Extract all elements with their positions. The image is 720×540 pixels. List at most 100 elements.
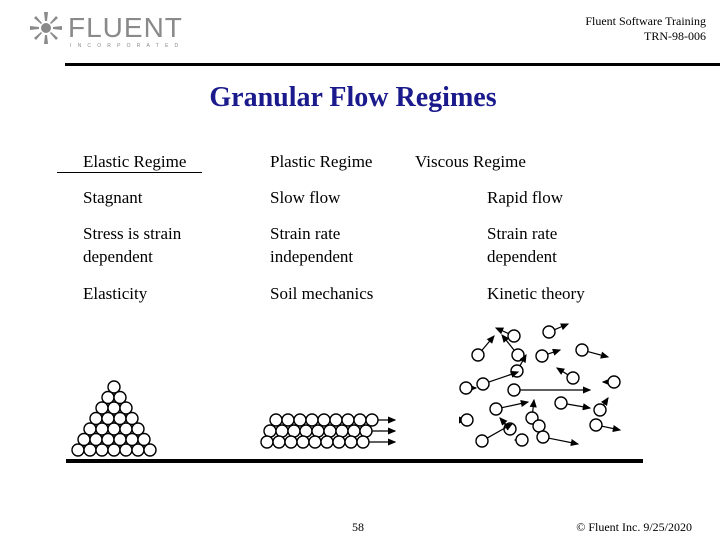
particle bbox=[263, 424, 277, 438]
particle bbox=[476, 377, 490, 391]
velocity-arrow bbox=[555, 367, 569, 376]
particle bbox=[272, 435, 286, 449]
particle bbox=[475, 434, 489, 448]
cell-plastic-stress: Strain rate independent bbox=[270, 224, 354, 266]
slow-flow-arrows bbox=[369, 416, 397, 446]
particle bbox=[125, 411, 139, 426]
copyright: © Fluent Inc. 9/25/2020 bbox=[576, 520, 692, 534]
page-title: Granular Flow Regimes bbox=[209, 82, 497, 113]
particle bbox=[589, 418, 603, 432]
velocity-arrow bbox=[486, 423, 514, 439]
header-rule bbox=[65, 63, 720, 66]
particle bbox=[131, 422, 145, 436]
logo-subtext: INCORPORATED bbox=[70, 43, 185, 49]
particle bbox=[275, 424, 289, 438]
page-number: 58 bbox=[352, 520, 364, 534]
particle bbox=[607, 375, 621, 389]
velocity-arrow bbox=[548, 437, 580, 447]
velocity-arrow bbox=[499, 417, 508, 426]
course-code: TRN-98-006 bbox=[644, 29, 706, 43]
particle bbox=[107, 380, 121, 394]
particle bbox=[260, 435, 274, 449]
particle bbox=[353, 413, 367, 427]
velocity-arrow bbox=[501, 334, 515, 351]
particle bbox=[489, 402, 503, 416]
particle bbox=[593, 403, 607, 417]
cell-plastic-state: Slow flow bbox=[270, 188, 341, 207]
fluent-logo-icon bbox=[30, 12, 62, 44]
stagnant-particle-pile bbox=[71, 380, 157, 457]
velocity-arrow bbox=[529, 398, 537, 413]
particle bbox=[71, 443, 85, 457]
particle bbox=[460, 413, 474, 427]
particle bbox=[575, 343, 589, 357]
particle bbox=[515, 433, 529, 447]
particle bbox=[137, 432, 151, 447]
particle bbox=[511, 348, 525, 362]
logo-wordmark: FLUENT bbox=[68, 12, 183, 43]
column-header-elastic: Elastic Regime bbox=[83, 152, 187, 171]
velocity-arrow bbox=[519, 353, 527, 367]
particle bbox=[356, 435, 370, 449]
velocity-arrow bbox=[587, 350, 610, 359]
particle bbox=[311, 424, 325, 438]
particle bbox=[332, 435, 346, 449]
particle bbox=[284, 435, 298, 449]
velocity-arrow bbox=[601, 397, 609, 406]
particle bbox=[287, 424, 301, 438]
particle bbox=[83, 443, 97, 457]
particle bbox=[131, 443, 145, 457]
particle bbox=[365, 413, 379, 427]
particle bbox=[359, 424, 373, 438]
particle bbox=[305, 413, 319, 427]
column-header-viscous: Viscous Regime bbox=[415, 152, 526, 171]
header-underline bbox=[57, 172, 202, 173]
cell-viscous-theory: Kinetic theory bbox=[487, 284, 585, 303]
particle bbox=[308, 435, 322, 449]
particle bbox=[317, 413, 331, 427]
velocity-arrow bbox=[566, 403, 592, 411]
particle bbox=[471, 348, 485, 362]
particle bbox=[507, 329, 521, 343]
particle bbox=[143, 443, 157, 457]
fluent-logo: FLUENT INCORPORATED bbox=[28, 10, 182, 50]
particle bbox=[95, 443, 109, 457]
particle bbox=[119, 401, 133, 415]
cell-viscous-state: Rapid flow bbox=[487, 188, 564, 207]
particle bbox=[341, 413, 355, 427]
velocity-arrow bbox=[547, 348, 562, 356]
particle bbox=[119, 443, 133, 457]
particle bbox=[299, 424, 313, 438]
column-header-plastic: Plastic Regime bbox=[270, 152, 373, 171]
particle bbox=[566, 371, 580, 385]
particle bbox=[554, 396, 568, 410]
particle bbox=[335, 424, 349, 438]
course-name: Fluent Software Training bbox=[585, 14, 706, 28]
slow-flow-particle-layer bbox=[260, 413, 379, 449]
particle bbox=[344, 435, 358, 449]
particle bbox=[535, 349, 549, 363]
cell-elastic-stress: Stress is strain dependent bbox=[83, 224, 182, 266]
velocity-arrow bbox=[501, 400, 530, 409]
particle bbox=[329, 413, 343, 427]
particle bbox=[293, 413, 307, 427]
particle bbox=[347, 424, 361, 438]
particle bbox=[510, 364, 524, 378]
particle bbox=[107, 443, 121, 457]
velocity-arrow bbox=[481, 335, 495, 351]
particle bbox=[269, 413, 283, 427]
particle bbox=[536, 430, 550, 444]
cell-viscous-stress: Strain rate dependent bbox=[487, 224, 558, 266]
particle bbox=[459, 381, 473, 395]
particle bbox=[507, 383, 521, 397]
particle bbox=[296, 435, 310, 449]
velocity-arrow bbox=[494, 327, 509, 335]
velocity-arrow bbox=[488, 370, 520, 383]
particle bbox=[113, 390, 127, 405]
particle bbox=[323, 424, 337, 438]
cell-elastic-state: Stagnant bbox=[83, 188, 143, 207]
cell-plastic-theory: Soil mechanics bbox=[270, 284, 374, 303]
particle bbox=[542, 325, 556, 339]
header-course-info: Fluent Software Training TRN-98-006 bbox=[585, 14, 706, 44]
